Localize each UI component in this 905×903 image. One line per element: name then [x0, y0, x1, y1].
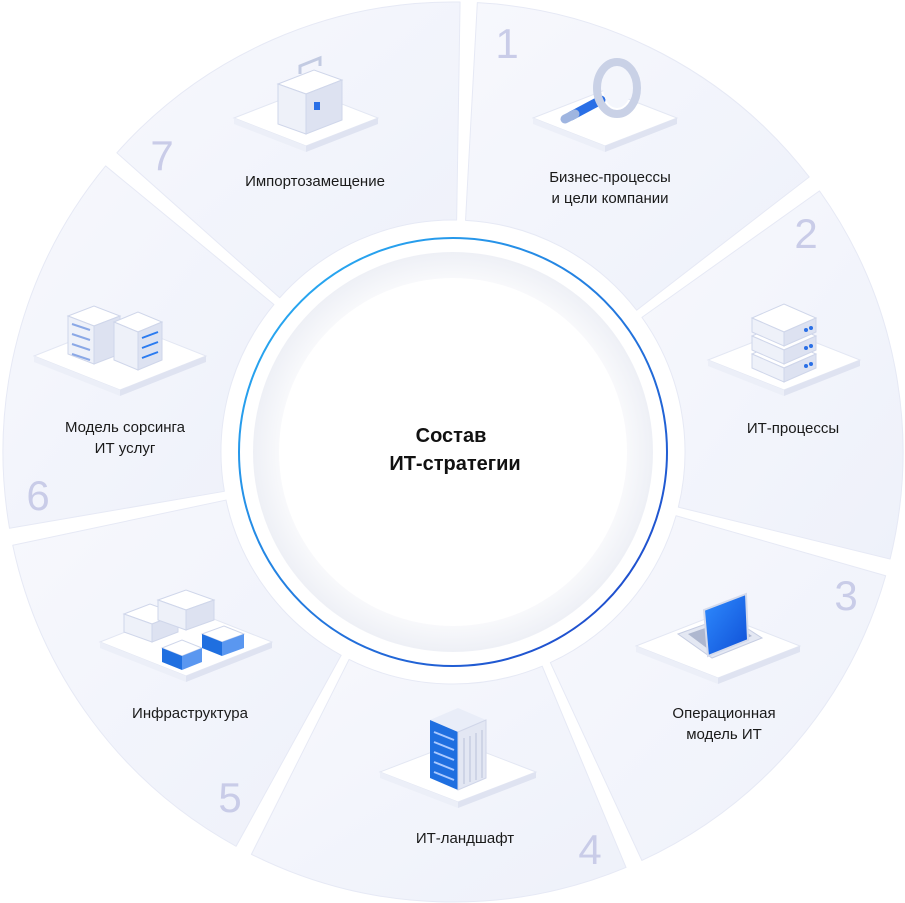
segment-label: ИТ-процессы	[747, 420, 839, 437]
segment-number: 1	[495, 20, 518, 67]
segment-shape	[549, 515, 887, 861]
segment-number: 2	[794, 210, 817, 257]
segment-number: 5	[218, 774, 241, 821]
segment-label: Модель сорсинга	[65, 419, 186, 436]
segment-label: Инфраструктура	[132, 705, 249, 722]
center-title-line2: ИТ-стратегии	[389, 453, 520, 475]
datacenter-icon	[98, 589, 274, 682]
segment-label: Бизнес-процессы	[549, 169, 671, 186]
segment-label: Операционная	[672, 705, 775, 722]
segment-number: 7	[150, 132, 173, 179]
server-stack-icon	[706, 303, 862, 396]
segment-number: 3	[834, 572, 857, 619]
segment-label: Импортозамещение	[245, 173, 385, 190]
segment-number: 4	[578, 826, 601, 873]
segment-label: ИТ услуг	[95, 440, 156, 457]
segment-shape	[116, 1, 461, 299]
segment-number: 6	[26, 472, 49, 519]
magnifier-icon	[531, 58, 679, 152]
segment-shape	[465, 2, 810, 311]
laptop-icon	[634, 592, 802, 684]
segment-label: модель ИТ	[686, 726, 762, 743]
briefcase-icon	[232, 55, 380, 152]
segment-label: ИТ-ландшафт	[416, 830, 514, 847]
icons	[32, 55, 862, 808]
center-title-line1: Состав	[416, 425, 487, 447]
center-circle: Состав ИТ-стратегии	[238, 237, 668, 667]
server-rack-icon	[378, 708, 538, 808]
office-buildings-icon	[32, 305, 208, 396]
segment-label: и цели компании	[551, 190, 668, 207]
